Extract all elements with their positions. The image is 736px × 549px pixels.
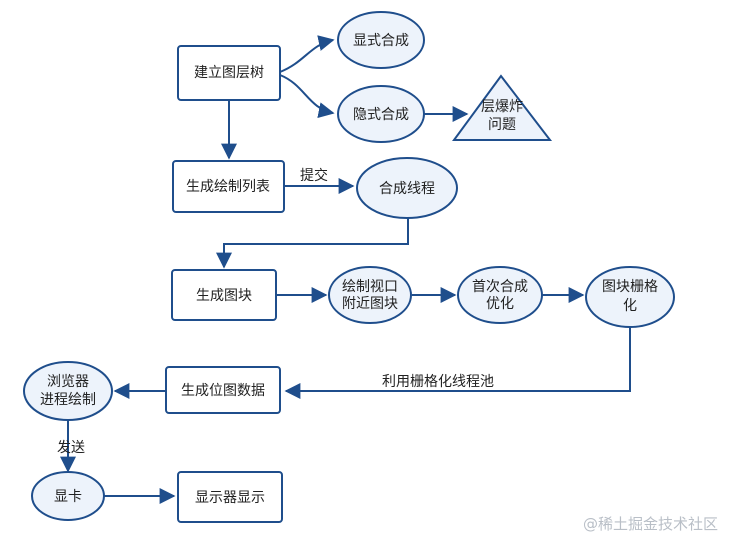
- node-viewport-tiles-label-2: 附近图块: [342, 296, 398, 312]
- edge-layer-tree-to-implicit: [279, 74, 335, 119]
- node-tile-raster-label-1: 图块栅格: [602, 279, 658, 295]
- node-browser-process-label-2: 进程绘制: [40, 392, 96, 408]
- edge-label-send: 发送: [57, 440, 85, 456]
- node-viewport-tiles: [328, 266, 412, 324]
- node-bitmap-label: 生成位图数据: [181, 383, 265, 399]
- node-paint-list: [172, 160, 285, 213]
- node-gpu-label: 显卡: [54, 489, 82, 505]
- node-first-composite-label-1: 首次合成: [472, 279, 528, 295]
- node-layer-explosion: [452, 74, 553, 141]
- edges: [60, 35, 631, 504]
- node-tile-raster: [585, 266, 675, 328]
- nodes: 建立图层树 显式合成 隐式合成 层爆炸 问题 生成绘制列表 合成线程 生成图块 …: [23, 11, 675, 523]
- node-browser-process-label-1: 浏览器: [47, 374, 89, 390]
- node-explicit-compositing-label: 显式合成: [353, 33, 409, 49]
- node-paint-list-label: 生成绘制列表: [186, 179, 270, 195]
- node-build-layer-tree: [177, 45, 281, 101]
- node-explicit-compositing: [337, 11, 425, 69]
- node-bitmap: [165, 366, 281, 414]
- node-display-label: 显示器显示: [195, 490, 265, 506]
- node-compositor-thread-label: 合成线程: [379, 181, 435, 197]
- node-layer-explosion-label-1: 层爆炸: [481, 99, 523, 115]
- node-display: [177, 471, 283, 523]
- edge-label-raster-pool: 利用栅格化线程池: [382, 374, 494, 390]
- edge-compositor-to-tiles: [216, 216, 409, 269]
- edge-label-submit: 提交: [300, 167, 328, 184]
- edge-layer-tree-to-explicit: [279, 35, 335, 73]
- node-gpu: [31, 471, 105, 521]
- edge-tile-raster-to-bitmap: [284, 327, 631, 399]
- node-tiles-label: 生成图块: [196, 288, 252, 304]
- node-compositor-thread: [356, 157, 458, 219]
- node-build-layer-tree-label: 建立图层树: [194, 65, 264, 81]
- node-first-composite: [457, 266, 543, 324]
- node-viewport-tiles-label-1: 绘制视口: [342, 279, 398, 295]
- watermark: @稀土掘金技术社区: [583, 515, 718, 533]
- node-first-composite-label-2: 优化: [486, 296, 514, 312]
- node-tiles: [171, 269, 277, 321]
- node-implicit-compositing-label: 隐式合成: [353, 107, 409, 123]
- node-tile-raster-label-2: 化: [623, 298, 637, 314]
- node-implicit-compositing: [337, 85, 425, 143]
- node-browser-process: [23, 361, 113, 421]
- node-layer-explosion-label-2: 问题: [488, 117, 516, 133]
